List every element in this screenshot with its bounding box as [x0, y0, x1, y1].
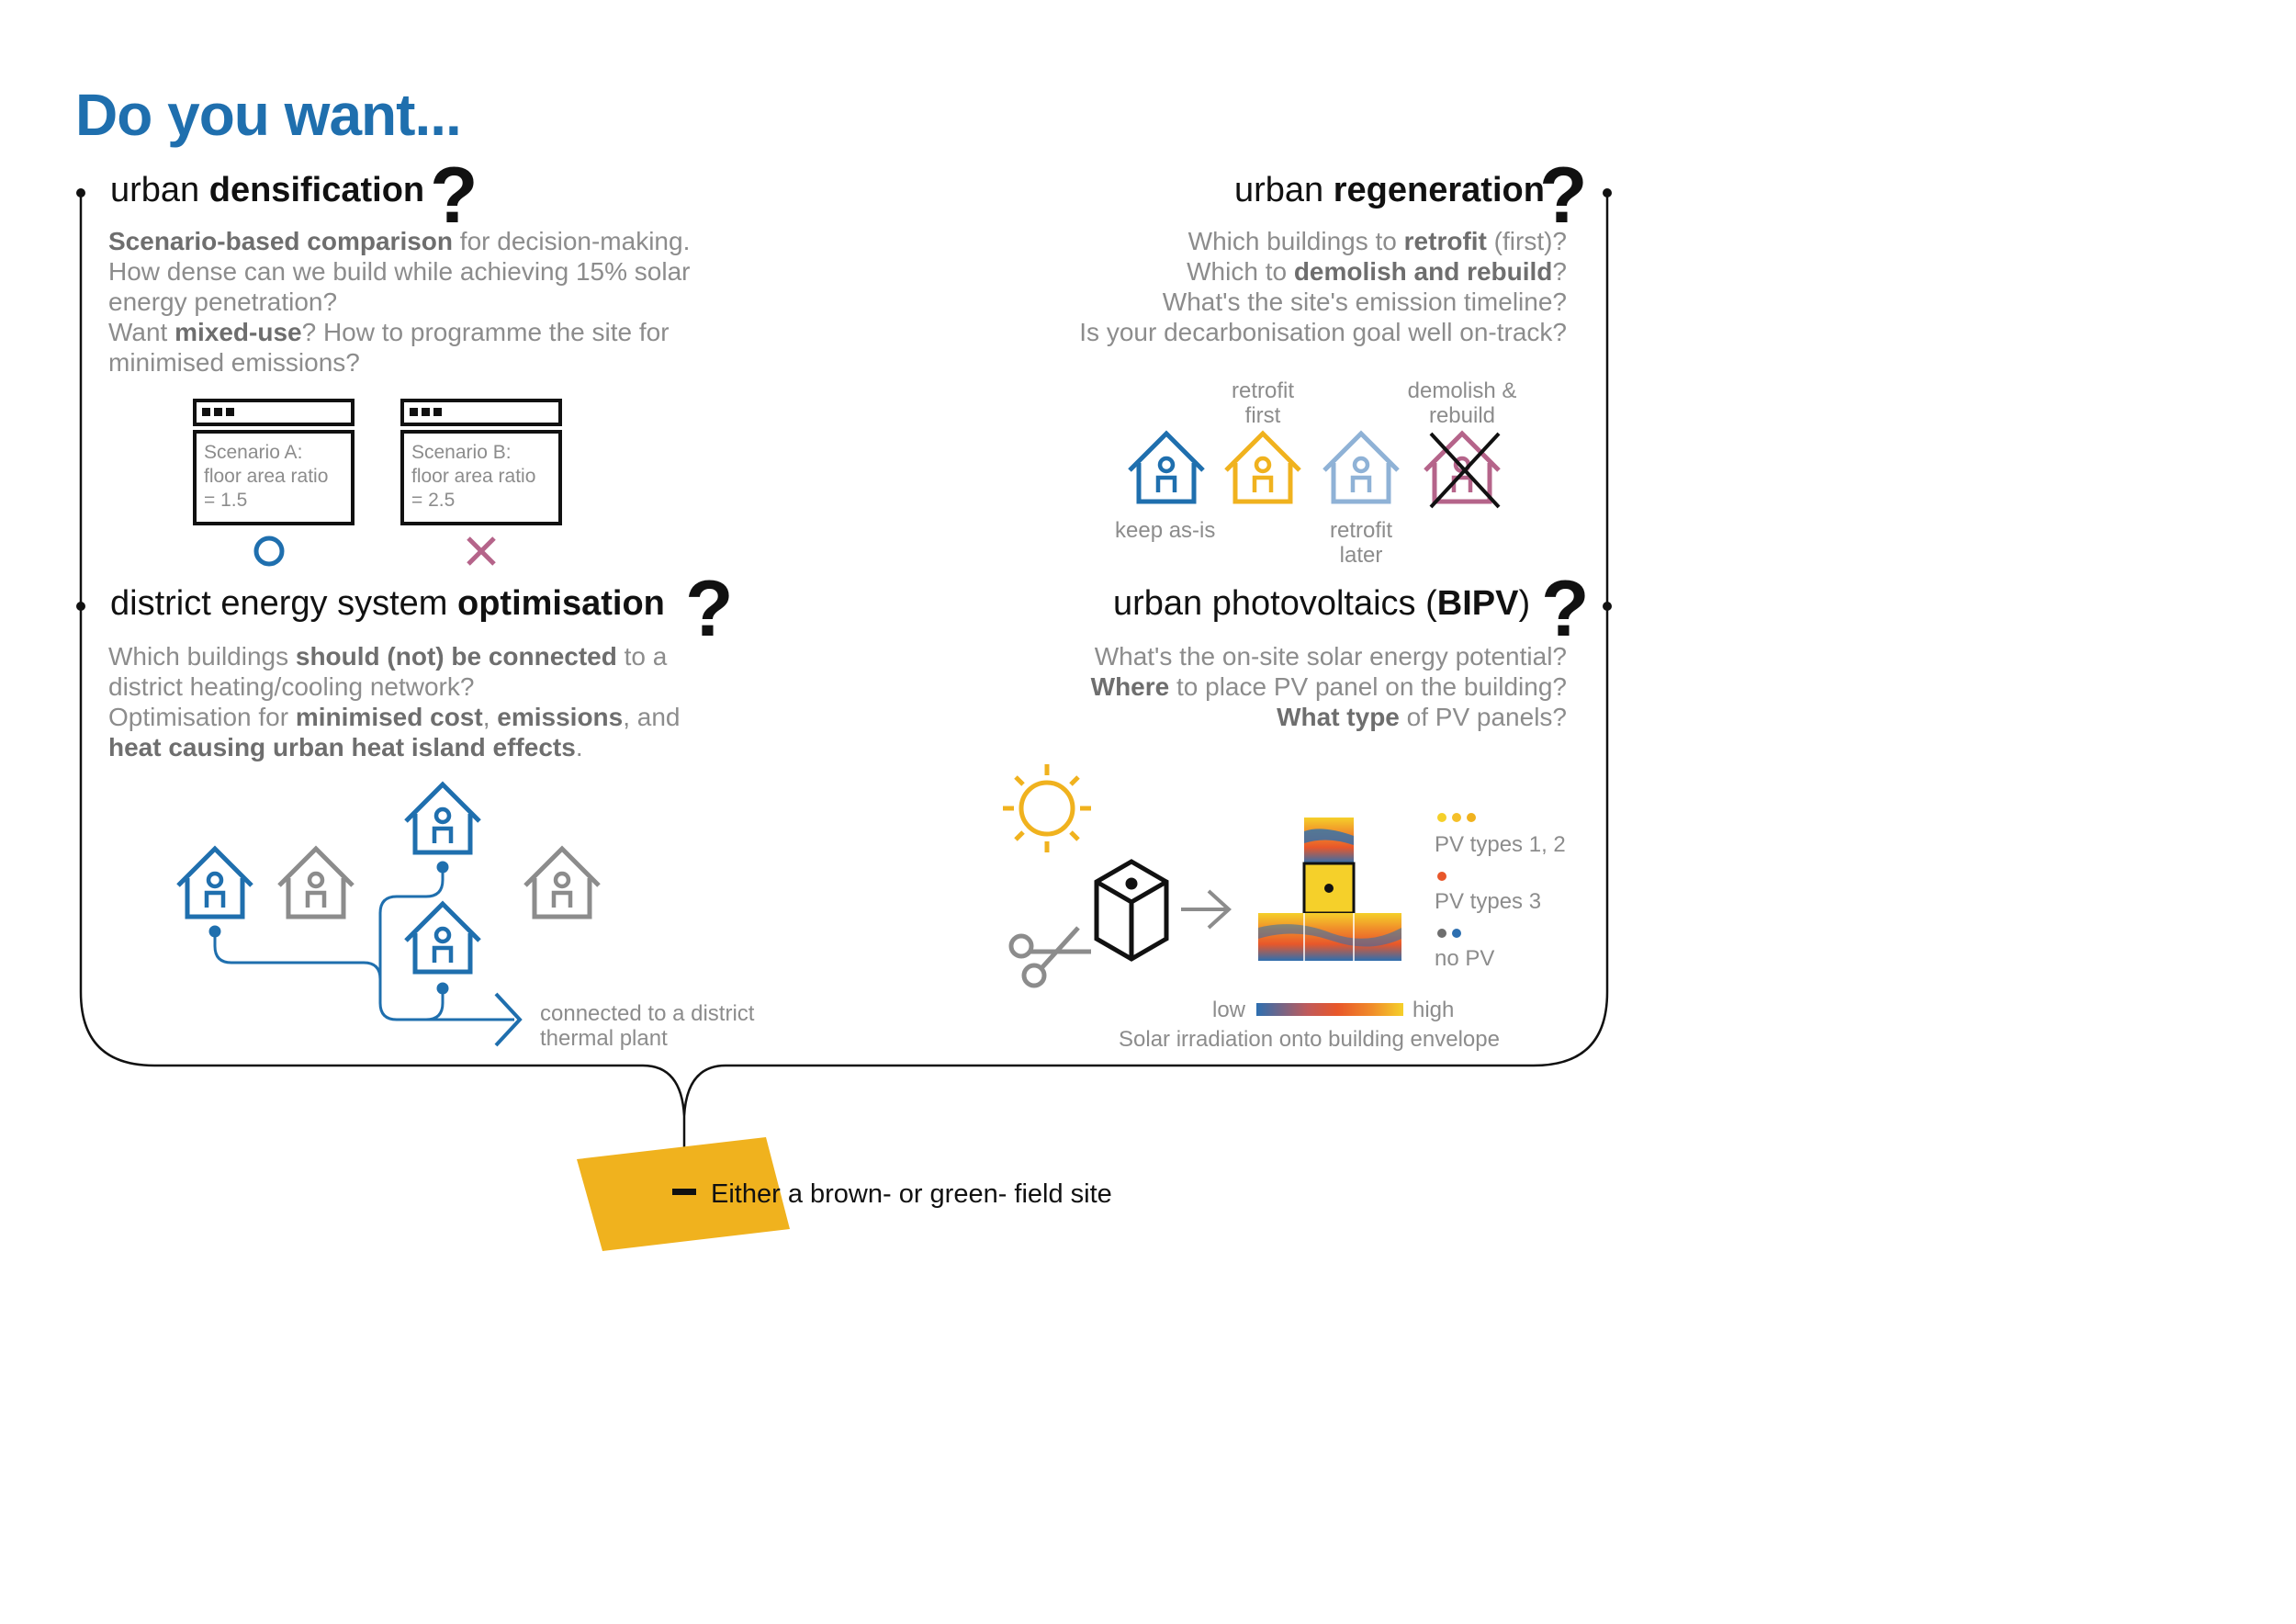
pv-types-3-label: PV types 3 — [1435, 889, 1542, 914]
bracket-frame — [79, 193, 1609, 1185]
densification-title: urban densification — [110, 171, 425, 209]
house-connected-icon — [178, 849, 252, 917]
demolish-label: demolish & rebuild — [1407, 378, 1517, 428]
site-marker — [672, 1189, 696, 1195]
district-text: Which buildings should (not) be connecte… — [108, 642, 681, 761]
no-pv-label: no PV — [1435, 946, 1495, 971]
pv-title: urban photovoltaics (BIPV) — [1113, 584, 1531, 623]
bullet-dot — [76, 188, 85, 197]
scenario-b-label: Scenario B: floor area ratio = 2.5 — [411, 442, 536, 511]
browser-window-icon — [400, 399, 562, 525]
retrofit-later-label: retrofit later — [1329, 518, 1392, 568]
thermal-plant-label: connected to a district thermal plant — [540, 1001, 755, 1051]
arrow-right-icon — [1181, 889, 1232, 930]
page-title: Do you want... — [75, 82, 462, 148]
cross-icon — [1429, 432, 1501, 509]
browser-window-icon — [193, 399, 355, 525]
regeneration-title: urban regeneration — [1234, 171, 1545, 209]
question-mark-icon: ? — [1541, 565, 1590, 653]
pv-text: What's the on-site solar energy potentia… — [1090, 642, 1567, 731]
building-irradiation-model — [1258, 818, 1401, 961]
house-connected-icon — [406, 904, 479, 972]
bullet-dot — [76, 602, 85, 611]
retrofit-first-label: retrofit first — [1231, 378, 1294, 428]
densification-text: Scenario-based comparison for decision-m… — [108, 227, 691, 377]
house-unconnected-icon — [525, 849, 599, 917]
site-label: Either a brown- or green- field site — [711, 1179, 1112, 1209]
house-connected-icon — [406, 784, 479, 852]
sun-icon — [1003, 764, 1091, 852]
scale-high-label: high — [1412, 998, 1455, 1022]
cross-icon — [467, 536, 496, 566]
regeneration-text: Which buildings to retrofit (first)? Whi… — [1079, 227, 1567, 346]
cube-icon — [1094, 859, 1169, 962]
scale-caption: Solar irradiation onto building envelope — [1119, 1027, 1500, 1052]
circle-icon — [253, 536, 285, 567]
house-keep-icon — [1130, 434, 1203, 502]
house-unconnected-icon — [279, 849, 353, 917]
network-pipes — [208, 861, 523, 1047]
question-mark-icon: ? — [1539, 152, 1588, 240]
pv-types-12-label: PV types 1, 2 — [1435, 832, 1566, 857]
question-mark-icon: ? — [685, 565, 734, 653]
legend-dots — [1437, 813, 1476, 938]
bullet-dot — [1603, 602, 1612, 611]
question-mark-icon: ? — [430, 152, 478, 240]
scissors-icon — [1008, 926, 1091, 988]
district-title: district energy system optimisation — [110, 584, 665, 623]
scale-low-label: low — [1212, 998, 1246, 1022]
irradiation-scale-bar — [1256, 1003, 1403, 1016]
scenario-a-label: Scenario A: floor area ratio = 1.5 — [204, 442, 329, 511]
house-retrofit-first-icon — [1226, 434, 1300, 502]
bullet-dot — [1603, 188, 1612, 197]
house-retrofit-later-icon — [1324, 434, 1398, 502]
keep-as-is-label: keep as-is — [1115, 518, 1216, 543]
